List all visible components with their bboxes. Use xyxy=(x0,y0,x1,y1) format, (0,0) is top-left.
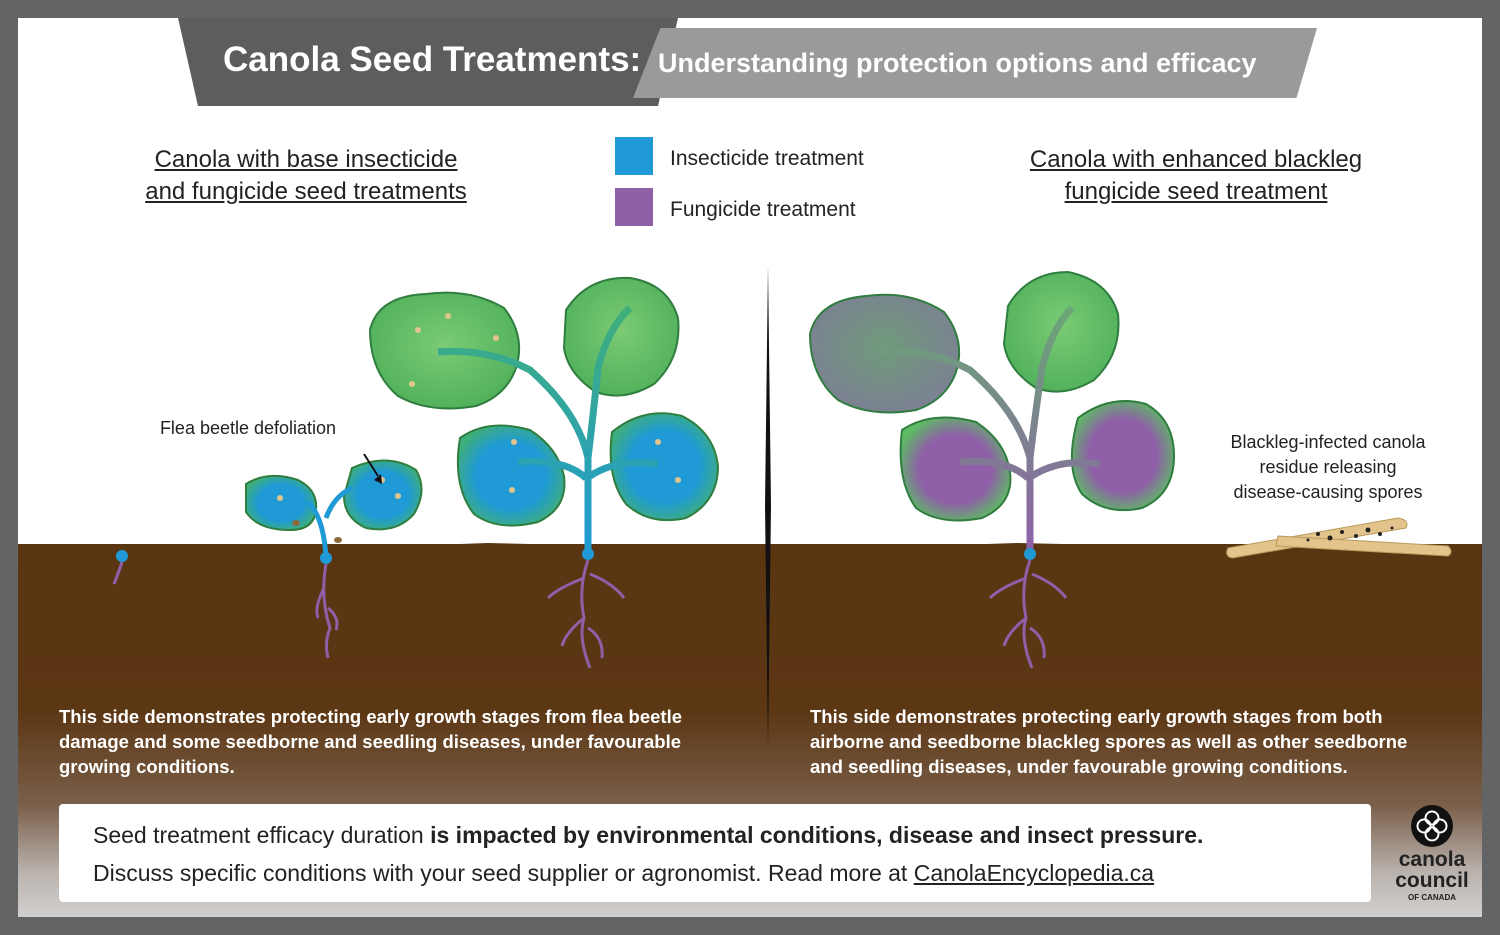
left-heading: Canola with base insecticide and fungici… xyxy=(106,144,506,208)
left-description-line2: damage and some seedborne and seedling d… xyxy=(59,731,682,752)
flea-beetle-damaged-seedling xyxy=(245,459,423,659)
note-line-1-bold: is impacted by environmental conditions,… xyxy=(430,822,1204,848)
blackleg-label-line1: Blackleg-infected canola xyxy=(1230,432,1426,452)
page-title: Canola Seed Treatments: xyxy=(223,40,642,79)
right-heading-line2: fungicide seed treatment xyxy=(1064,178,1328,205)
title-banner-dark xyxy=(178,18,678,106)
right-heading: Canola with enhanced blackleg fungicide … xyxy=(996,144,1396,208)
blackleg-label: Blackleg-infected canola residue releasi… xyxy=(1198,430,1458,505)
large-canola-plant-left xyxy=(368,276,720,669)
logo-text-council: council xyxy=(1395,869,1469,892)
right-description-line1: This side demonstrates protecting early … xyxy=(810,706,1383,727)
canola-encyclopedia-link[interactable]: CanolaEncyclopedia.ca xyxy=(913,860,1155,886)
flea-beetle-label: Flea beetle defoliation xyxy=(159,418,337,438)
blackleg-label-line3: disease-causing spores xyxy=(1233,482,1423,502)
emerging-seedling xyxy=(112,550,128,585)
left-description: This side demonstrates protecting early … xyxy=(59,704,749,779)
canola-flower-logo-icon xyxy=(1411,805,1453,847)
left-description-line1: This side demonstrates protecting early … xyxy=(59,706,682,727)
note-line-2: Discuss specific conditions with your se… xyxy=(93,860,1154,887)
fungicide-legend-label: Fungicide treatment xyxy=(670,198,856,221)
insecticide-legend-label: Insecticide treatment xyxy=(670,147,864,170)
note-line-2-regular: Discuss specific conditions with your se… xyxy=(93,860,914,886)
soil-surface-edge xyxy=(18,543,1482,558)
note-line-1: Seed treatment efficacy duration is impa… xyxy=(93,822,1203,849)
efficacy-note-box: Seed treatment efficacy duration is impa… xyxy=(59,804,1371,902)
logo-text-canola: canola xyxy=(1398,848,1466,871)
fungicide-legend-swatch xyxy=(615,188,653,226)
right-heading-line1: Canola with enhanced blackleg xyxy=(1029,146,1363,173)
right-description-line2: airborne and seedborne blackleg spores a… xyxy=(810,731,1408,752)
note-line-1-regular: Seed treatment efficacy duration xyxy=(93,822,431,848)
insecticide-legend-swatch xyxy=(615,137,653,175)
infographic-panel: Canola Seed Treatments: Understanding pr… xyxy=(18,18,1482,917)
plant-illustrations xyxy=(112,270,1452,669)
right-description: This side demonstrates protecting early … xyxy=(810,704,1470,779)
left-heading-line2: and fungicide seed treatments xyxy=(145,178,467,205)
title-banner-light xyxy=(633,28,1317,98)
annotation-arrow xyxy=(363,453,379,477)
left-description-line3: growing conditions. xyxy=(59,756,235,777)
large-canola-plant-right xyxy=(808,270,1176,669)
logo-text-of-canada: OF CANADA xyxy=(1408,893,1456,902)
right-description-line3: and seedling diseases, under favourable … xyxy=(810,756,1348,777)
left-heading-line1: Canola with base insecticide xyxy=(154,146,458,173)
blackleg-label-line2: residue releasing xyxy=(1259,457,1397,477)
center-divider xyxy=(765,266,771,746)
annotation-arrowhead xyxy=(374,474,382,484)
page-subtitle: Understanding protection options and eff… xyxy=(658,48,1257,78)
blackleg-residue-stubble xyxy=(1226,517,1452,559)
